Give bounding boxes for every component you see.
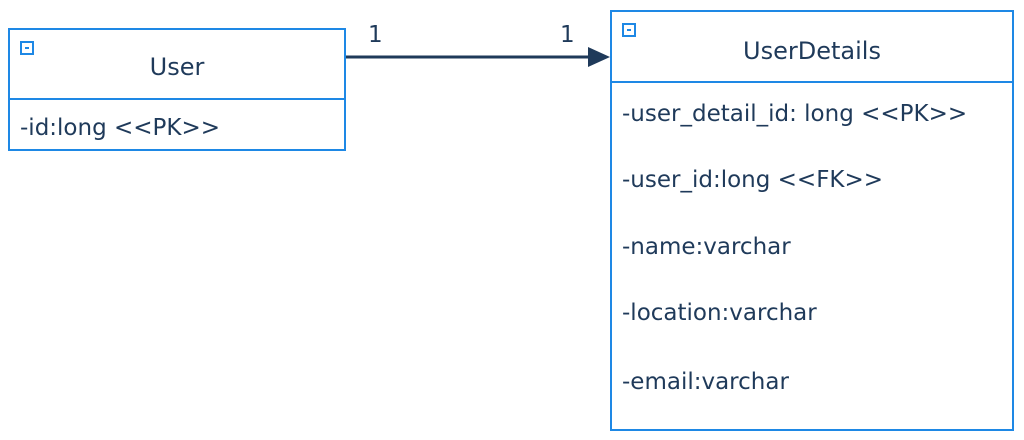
user-class-name: User: [149, 53, 205, 81]
target-multiplicity-label: 1: [560, 22, 575, 48]
collapse-icon[interactable]: [622, 23, 636, 37]
user-class-box[interactable]: User -id:long <<PK>>: [8, 28, 346, 151]
user-details-class-box[interactable]: UserDetails -user_detail_id: long <<PK>>…: [610, 10, 1014, 431]
user-details-attribute-user-detail-id: -user_detail_id: long <<PK>>: [622, 101, 968, 127]
user-details-class-name: UserDetails: [743, 37, 881, 65]
user-class-header: User: [10, 30, 344, 100]
user-details-class-header: UserDetails: [612, 12, 1012, 83]
user-details-attribute-name: -name:varchar: [622, 234, 791, 260]
arrowhead-icon: [588, 47, 610, 67]
user-details-attribute-location: -location:varchar: [622, 300, 817, 326]
user-details-attribute-email: -email:varchar: [622, 369, 789, 395]
collapse-icon[interactable]: [20, 41, 34, 55]
user-details-attribute-user-id: -user_id:long <<FK>>: [622, 167, 884, 193]
user-attribute-id: -id:long <<PK>>: [20, 115, 221, 141]
source-multiplicity-label: 1: [368, 22, 383, 48]
